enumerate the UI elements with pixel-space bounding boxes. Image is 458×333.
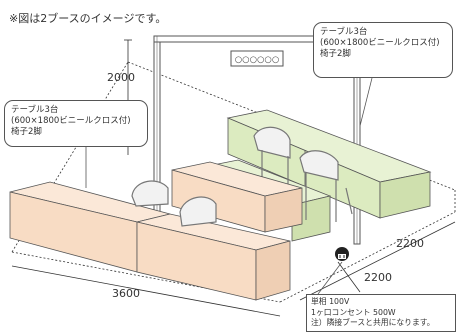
depth-right-dimension: 2200 [396, 237, 424, 250]
callout-left: テーブル3台 (600×1800ビニールクロス付) 椅子2脚 [4, 100, 148, 147]
callout-right-line1: テーブル3台 [320, 27, 368, 37]
depth-front-dimension: 2200 [364, 271, 392, 284]
sign-board [230, 50, 284, 67]
front-tables [9, 161, 303, 301]
diagram-note: ※図は2ブースのイメージです。 [9, 12, 167, 25]
back-chairs [253, 126, 353, 222]
power-line3: 注）隣接ブースと共用になります。 [311, 318, 435, 327]
power-leader-line [317, 261, 343, 295]
power-outlet-icon [335, 247, 349, 261]
callout-left-line3: 椅子2脚 [11, 127, 42, 137]
callout-left-line2: (600×1800ビニールクロス付) [11, 116, 131, 126]
width-dimension: 3600 [112, 287, 140, 300]
front-chairs [131, 180, 217, 227]
height-dimension: 2000 [107, 71, 135, 84]
callout-right-line3: 椅子2脚 [320, 49, 351, 59]
dimension-lines [11, 39, 456, 317]
sign-text: ○○○○○○ [235, 55, 280, 65]
callout-right-leader [359, 77, 373, 127]
callout-right-line2: (600×1800ビニールクロス付) [320, 38, 440, 48]
callout-right: テーブル3台 (600×1800ビニールクロス付) 椅子2脚 [313, 22, 453, 78]
power-info-box: 単相 100V 1ヶ口コンセント 500W 注）隣接ブースと共用になります。 [306, 294, 456, 332]
power-line2: 1ヶ口コンセント 500W [311, 307, 396, 317]
power-line1: 単相 100V [311, 297, 350, 306]
callout-left-line1: テーブル3台 [11, 105, 59, 115]
